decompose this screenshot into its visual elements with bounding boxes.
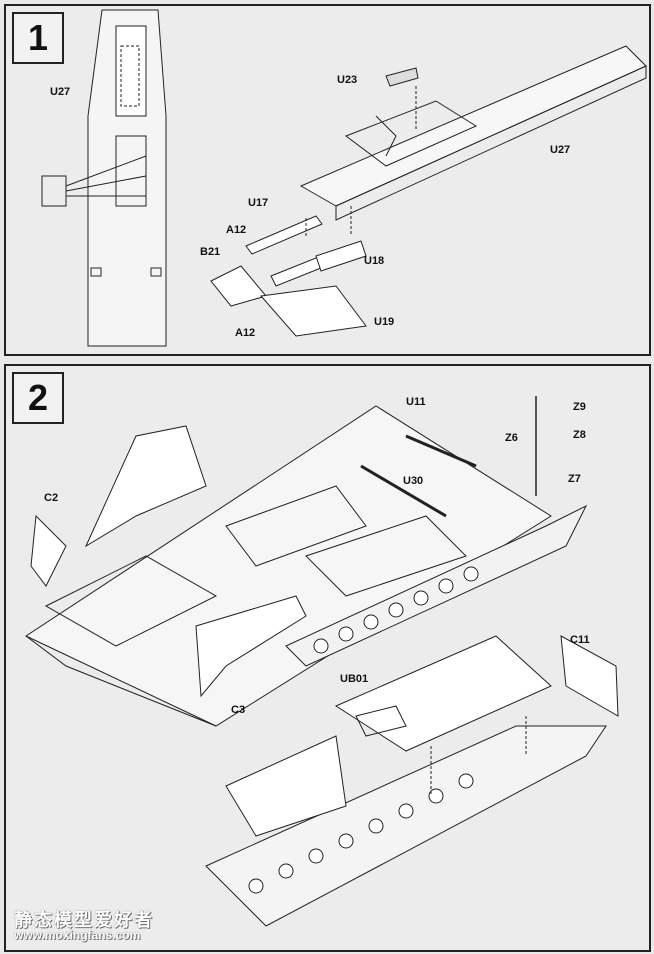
step-number: 1 [12, 12, 64, 64]
watermark-url: www.moxingfans.com [14, 928, 141, 942]
watermark-title: 静态模型爱好者 [14, 910, 154, 930]
part-label: A12 [235, 327, 256, 339]
part-label: U23 [337, 74, 358, 86]
part-label: C2 [44, 492, 59, 504]
step-2-panel: 2 U11 Z9 Z6 Z8 U30 Z7 C2 C11 [4, 364, 651, 952]
part-label: U30 [403, 475, 424, 487]
part-label: U19 [374, 316, 395, 328]
part-label: U27 [50, 86, 71, 98]
part-label: U11 [406, 396, 426, 408]
part-label: Z9 [573, 401, 586, 413]
step-1-diagram [41, 9, 647, 347]
part-label: U27 [550, 144, 571, 156]
part-label: UB01 [340, 673, 369, 685]
part-label: Z6 [505, 432, 518, 444]
part-label: Z7 [568, 473, 581, 485]
part-label: Z8 [573, 429, 586, 441]
step-number: 2 [12, 372, 64, 424]
part-label: B21 [200, 246, 221, 258]
step-1-panel: 1 U27 U23 U27 U17 A12 B21 U18 A12 U19 [4, 4, 651, 356]
part-label: C3 [231, 704, 246, 716]
step-2-diagram [24, 396, 619, 927]
part-label: U17 [248, 197, 269, 209]
part-label: A12 [226, 224, 247, 236]
part-label: U18 [364, 255, 385, 267]
part-label: C11 [570, 634, 590, 646]
